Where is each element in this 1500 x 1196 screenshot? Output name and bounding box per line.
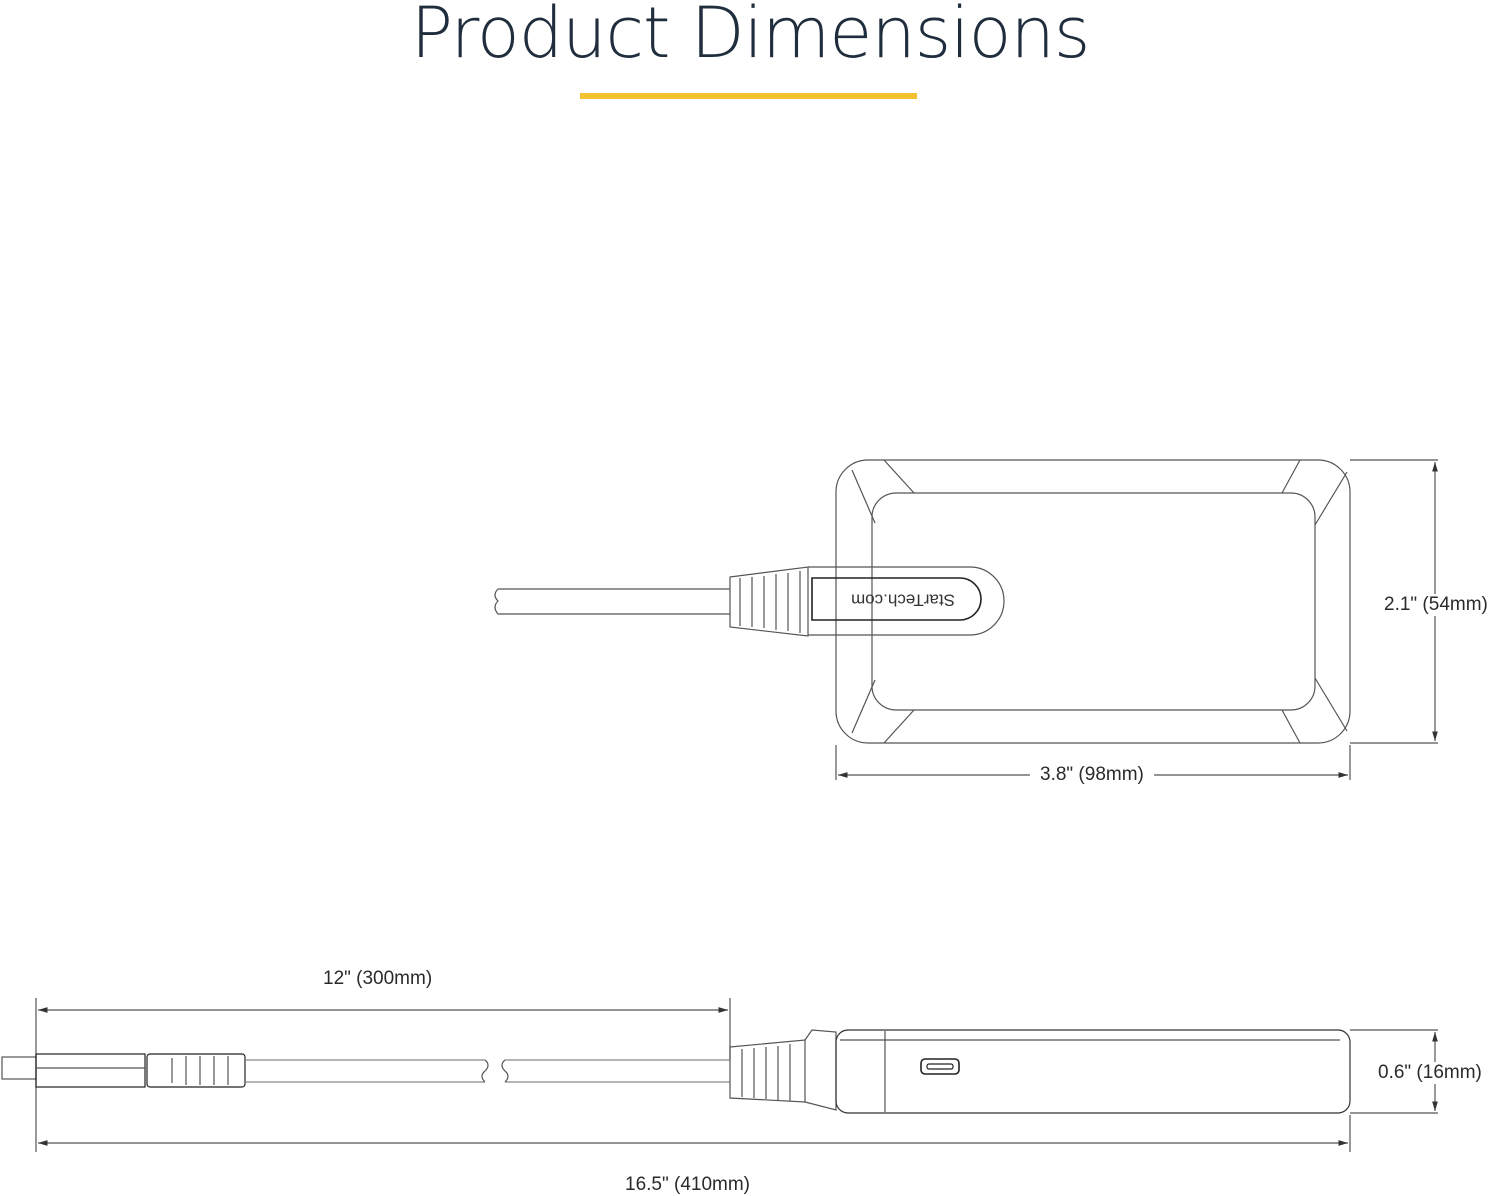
- side-view: [1, 998, 1438, 1152]
- title-underline: [580, 93, 917, 99]
- extension-lines: [1350, 459, 1438, 744]
- device-strain-relief: [729, 1029, 837, 1111]
- device-body-side: [835, 1029, 1351, 1114]
- logo-tab: [808, 566, 1005, 636]
- body-inner-panel: [871, 492, 1316, 711]
- micro-usb-port: [920, 1058, 960, 1075]
- body-outline: [835, 459, 1351, 744]
- usb-plug-body: [35, 1053, 146, 1088]
- usb-strain-relief: [146, 1053, 246, 1088]
- width-label: 3.8" (98mm): [1030, 764, 1154, 786]
- top-view: StarTech.com: [494, 459, 1438, 780]
- brand-logo: StarTech.com: [851, 591, 955, 610]
- usb-plug-tip: [1, 1056, 37, 1080]
- cable: [498, 588, 730, 615]
- height-label: 2.1" (54mm): [1384, 594, 1488, 616]
- logo-plate: [811, 577, 982, 621]
- extension-lines: [835, 745, 1351, 780]
- cable-length-label: 12" (300mm): [323, 968, 433, 990]
- device-edge-lines: [840, 1031, 1340, 1112]
- cable-break: [494, 588, 499, 615]
- corner-bevels: [851, 459, 1348, 744]
- extension-lines: [1350, 1029, 1438, 1114]
- strain-relief: [729, 566, 809, 637]
- thickness-label: 0.6" (16mm): [1378, 1062, 1482, 1084]
- total-length-label: 16.5" (410mm): [625, 1174, 751, 1196]
- extension-lines: [35, 998, 1351, 1152]
- page-title: Product Dimensions: [410, 0, 1091, 74]
- cable-break: [481, 1059, 509, 1083]
- cable: [245, 1059, 730, 1083]
